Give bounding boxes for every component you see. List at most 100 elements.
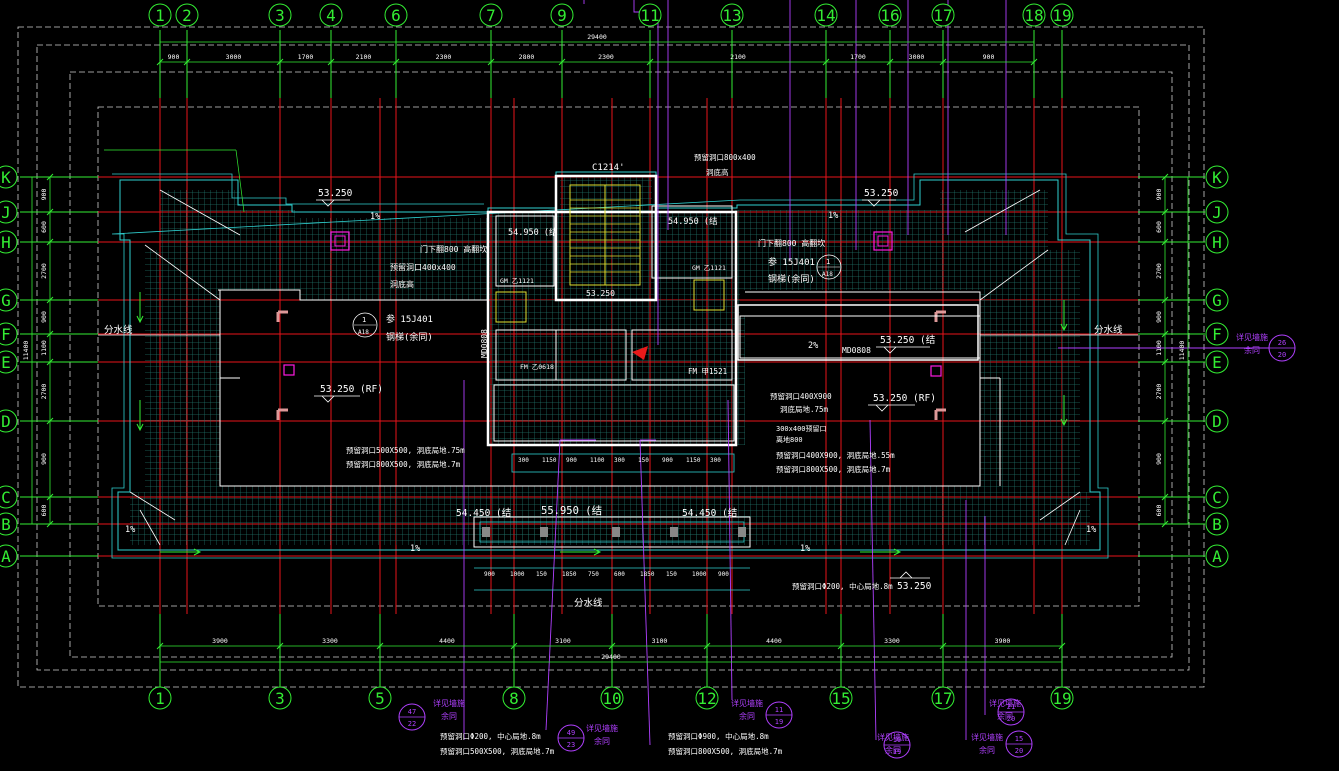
slope-label: 1%	[370, 212, 380, 222]
dim-text: 2700	[40, 263, 48, 279]
roof-outlines	[98, 149, 1138, 559]
dim-tick	[1161, 238, 1169, 246]
dim-total-text: 29400	[601, 653, 621, 661]
axis-bubble-label: 12	[697, 689, 716, 708]
vent-outer	[873, 231, 893, 251]
column	[612, 527, 620, 537]
dim-text: 1100	[1155, 340, 1163, 356]
dim-tick	[392, 58, 400, 66]
ladder-note-right: 钢梯(余同)	[768, 273, 815, 285]
dim-tick	[46, 173, 54, 181]
detail-same: 余同	[979, 745, 995, 755]
slope-label: 2%	[808, 341, 818, 351]
dim-text: 1700	[298, 53, 314, 61]
ladder-ref-no: 1	[362, 316, 366, 324]
axis-bubble-label: 6	[391, 6, 401, 25]
corner-mark	[276, 310, 288, 322]
detail-sheet: 20	[1015, 747, 1023, 755]
axis-bubble-label: 17	[933, 6, 952, 25]
room-wall	[651, 205, 733, 279]
dim-text: 2700	[1155, 384, 1163, 400]
axis-bubble	[638, 3, 662, 27]
elev-53250-rf-right: 53.250 (RF)	[873, 393, 936, 404]
dim-text: 900	[1155, 189, 1163, 201]
ladder-right	[693, 279, 725, 311]
dim-tick	[46, 417, 54, 425]
dim-text: 900	[40, 311, 48, 323]
column	[482, 527, 490, 537]
dim-tick	[276, 642, 284, 650]
axis-bubble-label: 19	[1052, 689, 1071, 708]
axis-bubble-label: 3	[275, 6, 285, 25]
door-tag-right: MD0808	[842, 346, 871, 355]
axis-bubble	[0, 230, 18, 254]
axis-bubble-label: 7	[486, 6, 496, 25]
axis-bubble-label: J	[1, 203, 11, 222]
axis-bubble	[319, 3, 343, 27]
axis-bubble	[0, 165, 18, 189]
axis-bubble-label: K	[1, 168, 11, 187]
room-wall	[631, 329, 733, 381]
drain-arrow	[1060, 395, 1068, 427]
axis-bubble-label: 15	[831, 689, 850, 708]
door-tag-gm-left: GM 乙1121	[500, 277, 534, 285]
note-opening-rt-1: 300x400预留口	[776, 424, 827, 433]
dim-text: 1850	[562, 571, 577, 578]
ladder-left	[495, 291, 527, 323]
axis-bubble-label: H	[1212, 233, 1222, 252]
slope-label: 1%	[410, 544, 420, 554]
dim-tick	[608, 642, 616, 650]
axis-bubble	[268, 686, 292, 710]
axis-bubble	[1205, 200, 1229, 224]
dim-text: 900	[566, 457, 577, 464]
core-wall	[737, 304, 979, 361]
axis-bubble-label: 5	[375, 689, 385, 708]
column	[540, 527, 548, 537]
dim-tick	[487, 58, 495, 66]
dim-tick	[327, 58, 335, 66]
detail-sheet: 19	[775, 718, 783, 726]
axis-bubble-label: F	[1212, 325, 1222, 344]
axis-bubble-label: F	[1, 325, 11, 344]
north-arrow	[632, 346, 648, 360]
axis-bubble	[1050, 3, 1074, 27]
drain-arrow	[136, 400, 144, 432]
dim-text: 3900	[212, 637, 228, 645]
vent-inner	[877, 235, 889, 247]
ladder-ref-right: 参 15J401	[768, 256, 815, 268]
ridge-line	[964, 189, 1041, 233]
axis-bubble	[1205, 165, 1229, 189]
axis-bubble	[1205, 485, 1229, 509]
axis-bubble-label: 19	[1052, 6, 1071, 25]
axis-bubble-label: J	[1212, 203, 1222, 222]
dim-text: 900	[1155, 311, 1163, 323]
ridge-line	[129, 491, 176, 521]
dim-text: 900	[718, 571, 729, 578]
drain-box	[283, 364, 295, 376]
axis-bubble	[0, 544, 18, 568]
core-wall	[486, 210, 738, 447]
note-fire-door: FM 甲1521	[688, 367, 727, 376]
axis-bubble-label: 9	[557, 6, 567, 25]
detail-number: 49	[567, 729, 575, 737]
axis-bubble	[550, 3, 574, 27]
dim-text: 750	[588, 571, 599, 578]
dim-text: 1100	[40, 340, 48, 356]
axis-bubble-label: 17	[933, 689, 952, 708]
detail-same: 余同	[997, 711, 1013, 721]
axis-bubble	[695, 686, 719, 710]
dim-text: 900	[168, 53, 180, 61]
dim-tick	[1161, 358, 1169, 366]
dim-text: 900	[484, 571, 495, 578]
detail-sheet: 23	[567, 741, 575, 749]
ridge-line	[1064, 509, 1081, 546]
dim-text: 900	[662, 457, 673, 464]
axis-bubble	[1205, 409, 1229, 433]
dim-text: 3100	[652, 637, 668, 645]
axis-bubble	[0, 485, 18, 509]
dim-text: 1150	[542, 457, 557, 464]
detail-number: 26	[1278, 339, 1286, 347]
ladder-ref-no: 1	[826, 258, 830, 266]
room-wall	[495, 215, 555, 287]
